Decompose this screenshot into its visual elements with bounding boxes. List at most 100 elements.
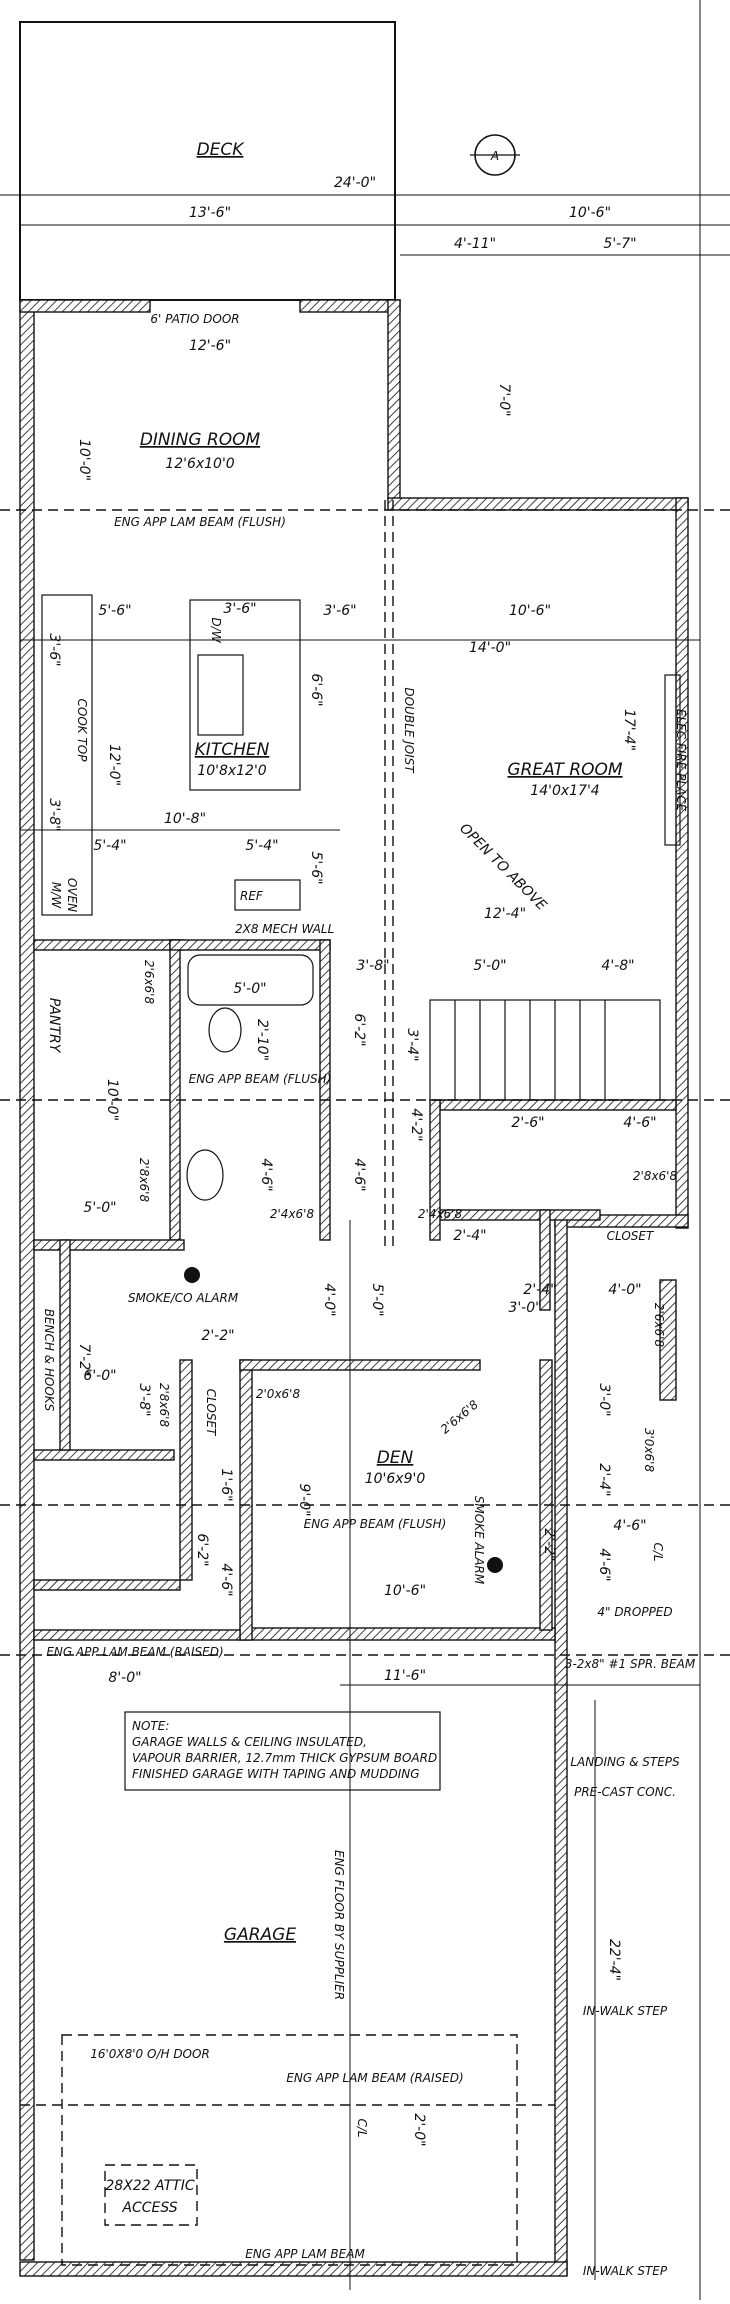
- label-open-to-above: OPEN TO ABOVE: [456, 821, 549, 914]
- dim-4-11: 4'-11": [454, 236, 496, 252]
- label-oven: OVEN: [65, 878, 79, 912]
- room-deck: DECK: [197, 140, 246, 160]
- dim-4-6e: 4'-6": [613, 1518, 646, 1534]
- dim-3-0b: 3'-0": [596, 1383, 612, 1416]
- dim-10-6a: 10'-6": [569, 205, 611, 221]
- dim-2-8x6-8b: 2'8x6'8: [633, 1169, 678, 1183]
- dim-2-4b: 2'-4": [523, 1282, 556, 1298]
- dim-2-8x6-8c: 2'8x6'8: [157, 1383, 171, 1428]
- dim-4-0b: 4'-0": [608, 1282, 641, 1298]
- dim-2-6x6-8c: 2'6x6'8: [438, 1397, 481, 1436]
- dim-7-2: 7'-2": [76, 1343, 92, 1376]
- label-dw: D/W: [209, 617, 223, 643]
- dim-11-6: 11'-6": [384, 1668, 426, 1684]
- label-in-walk-step-1: IN-WALK STEP: [583, 2004, 668, 2018]
- dim-10-0a: 10'-0": [76, 439, 92, 481]
- dim-5-0a: 5'-0": [233, 981, 266, 997]
- dim-2-0: 2'-0": [411, 2113, 427, 2146]
- interior-walls: [33, 939, 677, 1641]
- dim-2-2b: 2'-2": [541, 1528, 557, 1561]
- room-den-size: 10'6x9'0: [365, 1471, 426, 1487]
- dim-12-4: 12'-4": [484, 906, 526, 922]
- note-line-2: VAPOUR BARRIER, 12.7mm THICK GYPSUM BOAR…: [132, 1751, 437, 1765]
- note-box: [124, 1711, 441, 1791]
- dim-5-6b: 5'-6": [308, 851, 324, 884]
- label-patio-door: 6' PATIO DOOR: [150, 312, 239, 326]
- dim-10-0b: 10'-0": [104, 1079, 120, 1121]
- room-great: GREAT ROOM: [507, 760, 622, 780]
- dim-4-0a: 4'-0": [321, 1283, 337, 1316]
- label-oh-door: 16'0X8'0 O/H DOOR: [90, 2047, 210, 2061]
- label-mech-wall: 2X8 MECH WALL: [235, 922, 334, 936]
- label-landing: LANDING & STEPS: [570, 1755, 680, 1769]
- dim-3-4: 3'-4": [404, 1028, 420, 1061]
- dim-2-4x6-8: 2'4x6'8: [270, 1207, 315, 1221]
- dim-13-6: 13'-6": [189, 205, 231, 221]
- smoke-alarm-icon-2: [487, 1557, 503, 1573]
- room-dining-size: 12'6x10'0: [165, 456, 235, 472]
- dim-4-6c: 4'-6": [351, 1158, 367, 1191]
- room-pantry: PANTRY: [46, 998, 62, 1054]
- dim-2-4c: 2'-4": [596, 1463, 612, 1496]
- sink: [197, 654, 244, 736]
- label-smoke-alarm-1: SMOKE/CO ALARM: [128, 1291, 239, 1305]
- dim-7-0a: 7'-0": [496, 383, 512, 416]
- dim-5-7: 5'-7": [603, 236, 636, 252]
- note-title: NOTE:: [132, 1719, 169, 1733]
- label-in-walk-step-2: IN-WALK STEP: [583, 2264, 668, 2278]
- dim-12-6: 12'-6": [189, 338, 231, 354]
- dim-6-6: 6'-6": [308, 673, 324, 706]
- label-floor-supplier: ENG FLOOR BY SUPPLIER: [332, 1850, 346, 2000]
- dim-6-0: 6'-0": [83, 1368, 116, 1384]
- room-kitchen-size: 10'8x12'0: [197, 763, 267, 779]
- toilet: [208, 1007, 242, 1053]
- dim-3-8b: 3'-8": [356, 958, 389, 974]
- garage-door-outline: [61, 2034, 518, 2266]
- dimension-labels: 24'-0" 13'-6" 10'-6" 4'-11" 5'-7" 12'-6"…: [46, 175, 677, 2147]
- dim-5-0d: 5'-0": [369, 1283, 385, 1316]
- dim-2-8x6-8a: 2'8x6'8: [137, 1158, 151, 1203]
- label-ref: REF: [240, 889, 264, 903]
- dim-2-6a: 2'-6": [511, 1115, 544, 1131]
- attic-label-2: ACCESS: [121, 2200, 177, 2216]
- label-cl-1: C/L: [355, 2118, 369, 2137]
- room-den: DEN: [377, 1448, 414, 1468]
- dim-24-0: 24'-0": [334, 175, 376, 191]
- dim-5-4a: 5'-4": [93, 838, 126, 854]
- smoke-alarm-icon-1: [184, 1267, 200, 1283]
- label-beam-flush-3: ENG APP BEAM (FLUSH): [304, 1517, 447, 1531]
- dim-2-0x6-8: 2'0x6'8: [256, 1387, 301, 1401]
- dim-10-6c: 10'-6": [384, 1583, 426, 1599]
- dim-3-0a: 3'-0": [508, 1300, 541, 1316]
- room-great-size: 14'0x17'4: [530, 783, 599, 799]
- label-beam-bottom: ENG APP LAM BEAM: [245, 2247, 365, 2261]
- room-bench-hooks: BENCH & HOOKS: [42, 1309, 56, 1412]
- dim-2-4x6-8b: 2'4x6'8: [418, 1207, 463, 1221]
- label-beam-raised-1: ENG APP LAM BEAM (RAISED): [46, 1645, 223, 1659]
- label-spr-beam: 3-2x8" #1 SPR. BEAM: [565, 1657, 696, 1671]
- label-cook-top: COOK TOP: [75, 699, 89, 763]
- label-mw: M/W: [49, 882, 63, 909]
- room-dining: DINING ROOM: [140, 430, 261, 450]
- dim-2-10: 2'-10": [254, 1019, 270, 1061]
- dim-10-8: 10'-8": [164, 811, 206, 827]
- dim-3-0x6-8: 3'0x6'8: [642, 1428, 656, 1473]
- exterior-walls: [19, 299, 689, 2277]
- dim-6-2a: 6'-2": [351, 1013, 367, 1046]
- dim-4-6f: 4'-6": [596, 1548, 612, 1581]
- label-beam-flush-2: ENG APP BEAM (FLUSH): [189, 1072, 332, 1086]
- dim-2-6x6-8a: 2'6x6'8: [142, 960, 156, 1005]
- staircase: [429, 999, 661, 1101]
- note-line-3: FINISHED GARAGE WITH TAPING AND MUDDING: [132, 1767, 420, 1781]
- label-beam-flush-1: ENG APP LAM BEAM (FLUSH): [114, 515, 286, 529]
- bathtub: [187, 954, 314, 1006]
- dim-3-8c: 3'-8": [136, 1383, 152, 1416]
- section-marker-label: A: [490, 149, 499, 163]
- room-closet-2: CLOSET: [607, 1229, 655, 1243]
- dim-9-0: 9'-0": [296, 1483, 312, 1516]
- dim-4-6d: 4'-6": [218, 1563, 234, 1596]
- dim-4-6b: 4'-6": [258, 1158, 274, 1191]
- room-garage: GARAGE: [224, 1925, 296, 1945]
- fireplace: [664, 674, 681, 846]
